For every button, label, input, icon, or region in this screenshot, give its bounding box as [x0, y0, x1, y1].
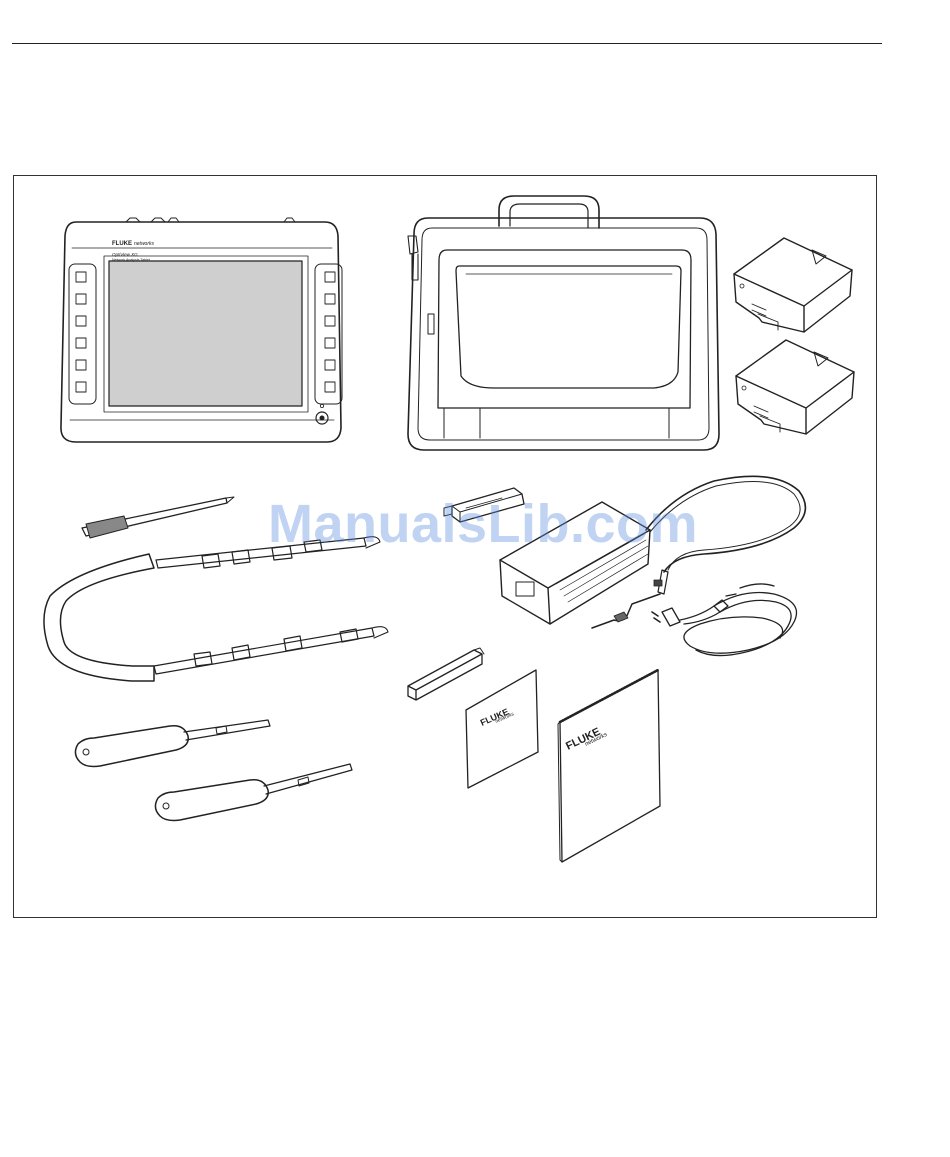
tablet-right-buttons: [325, 272, 335, 392]
battery-pack-2: [736, 340, 854, 434]
flash-drive: [408, 648, 484, 700]
power-cord: [652, 584, 797, 656]
carrying-case: [408, 196, 719, 450]
watermark-text: ManualsLib.com: [268, 493, 698, 555]
battery-pack-1: [734, 238, 852, 332]
tablet-left-buttons: [76, 272, 86, 392]
hand-strap-1: [75, 720, 270, 767]
tablet-screen: [109, 261, 302, 406]
tablet-brand-sub-text: networks: [134, 241, 155, 247]
quick-reference-card: FLUKE networks: [466, 670, 538, 788]
tablet-device: FLUKE networks OptiView XG Network Analy…: [61, 218, 342, 442]
tablet-model-sub-text: Network Analysis Tablet: [112, 258, 150, 262]
header-rule: [12, 43, 882, 44]
shoulder-strap: [44, 537, 388, 681]
hand-strap-2: [155, 764, 352, 821]
tablet-brand-text: FLUKE: [112, 241, 132, 247]
users-manual: FLUKE networks: [558, 670, 660, 862]
stylus-pen: [82, 497, 234, 538]
tablet-model-text: OptiView XG: [112, 252, 138, 257]
